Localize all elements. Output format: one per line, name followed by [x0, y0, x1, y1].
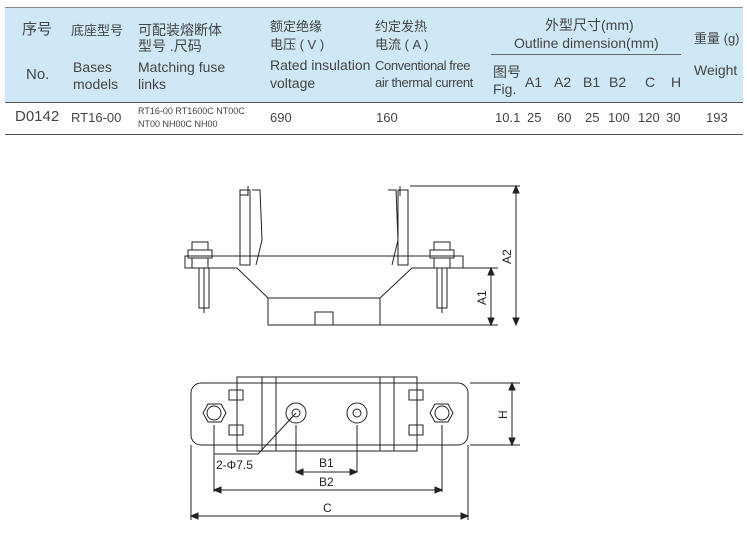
- label-a1: A1: [475, 290, 489, 305]
- hdr-h: H: [671, 74, 682, 90]
- hdr-c: C: [645, 74, 656, 90]
- cell-h: 30: [666, 110, 681, 125]
- hdr-current-cn2: 电流 ( A ): [375, 37, 429, 52]
- label-b1: B1: [319, 456, 334, 470]
- hdr-weight-en: Weight: [694, 62, 738, 78]
- label-c: C: [323, 501, 332, 515]
- hdr-voltage-en2: voltage: [270, 75, 316, 91]
- hdr-b1: B1: [583, 74, 601, 90]
- hdr-current-en1: Conventional free: [375, 58, 471, 73]
- cell-base: RT16-00: [71, 110, 122, 125]
- cell-fig: 10.1: [495, 110, 521, 125]
- hdr-voltage-en1: Rated insulation: [270, 57, 371, 73]
- spec-table: 序号 No. 底座型号 Bases models 可配装熔断体 型号 .尺码 M…: [5, 7, 743, 135]
- hdr-fuse-cn2: 型号 .尺码: [138, 38, 202, 54]
- table-row: D0142 RT16-00 RT16-00 RT1600C NT00C NT00…: [5, 101, 743, 135]
- label-hole: 2-Φ7.5: [216, 458, 253, 472]
- hdr-current-cn1: 约定发热: [375, 19, 428, 34]
- hdr-base-cn: 底座型号: [71, 23, 124, 38]
- cell-no: D0142: [15, 108, 60, 125]
- label-b2: B2: [319, 475, 334, 489]
- outline-divider: [491, 54, 681, 55]
- hdr-base-en2: models: [73, 76, 119, 92]
- cell-b2: 100: [608, 110, 630, 125]
- table-header: 序号 No. 底座型号 Bases models 可配装熔断体 型号 .尺码 M…: [5, 7, 743, 103]
- hdr-fuse-en2: links: [138, 76, 167, 92]
- cell-fuse-2: NT00 NH00C NH00: [138, 119, 218, 129]
- hdr-b2: B2: [609, 74, 627, 90]
- hdr-a1: A1: [525, 74, 543, 90]
- cell-weight: 193: [706, 110, 728, 125]
- hdr-weight-cn: 重量 (g): [694, 31, 740, 46]
- label-h: H: [496, 410, 510, 419]
- hdr-outline-cn: 外型尺寸(mm): [545, 17, 634, 33]
- cell-b1: 25: [585, 110, 600, 125]
- hdr-fuse-cn1: 可配装熔断体: [138, 22, 222, 38]
- hdr-fig-cn: 图号: [493, 64, 521, 80]
- top-view: [189, 376, 520, 520]
- hdr-base-en1: Bases: [73, 59, 112, 75]
- cell-c: 120: [638, 110, 660, 125]
- cell-fuse-1: RT16-00 RT1600C NT00C: [138, 106, 245, 116]
- hdr-no-cn: 序号: [22, 21, 53, 38]
- cell-a1: 25: [527, 110, 542, 125]
- hdr-outline-en: Outline dimension(mm): [514, 35, 659, 51]
- label-a2: A2: [500, 249, 514, 264]
- side-view: [184, 184, 520, 327]
- hdr-a2: A2: [554, 74, 572, 90]
- hdr-current-en2: air thermal current: [375, 75, 473, 90]
- hdr-fuse-en1: Matching fuse: [138, 59, 226, 75]
- hdr-voltage-cn1: 额定绝缘: [270, 19, 323, 34]
- cell-current: 160: [376, 110, 398, 125]
- hdr-voltage-cn2: 电压 ( V ): [270, 37, 325, 52]
- hdr-fig-en: Fig.: [493, 81, 517, 97]
- hdr-no-en: No.: [26, 66, 50, 83]
- cell-voltage: 690: [270, 110, 292, 125]
- cell-a2: 60: [557, 110, 572, 125]
